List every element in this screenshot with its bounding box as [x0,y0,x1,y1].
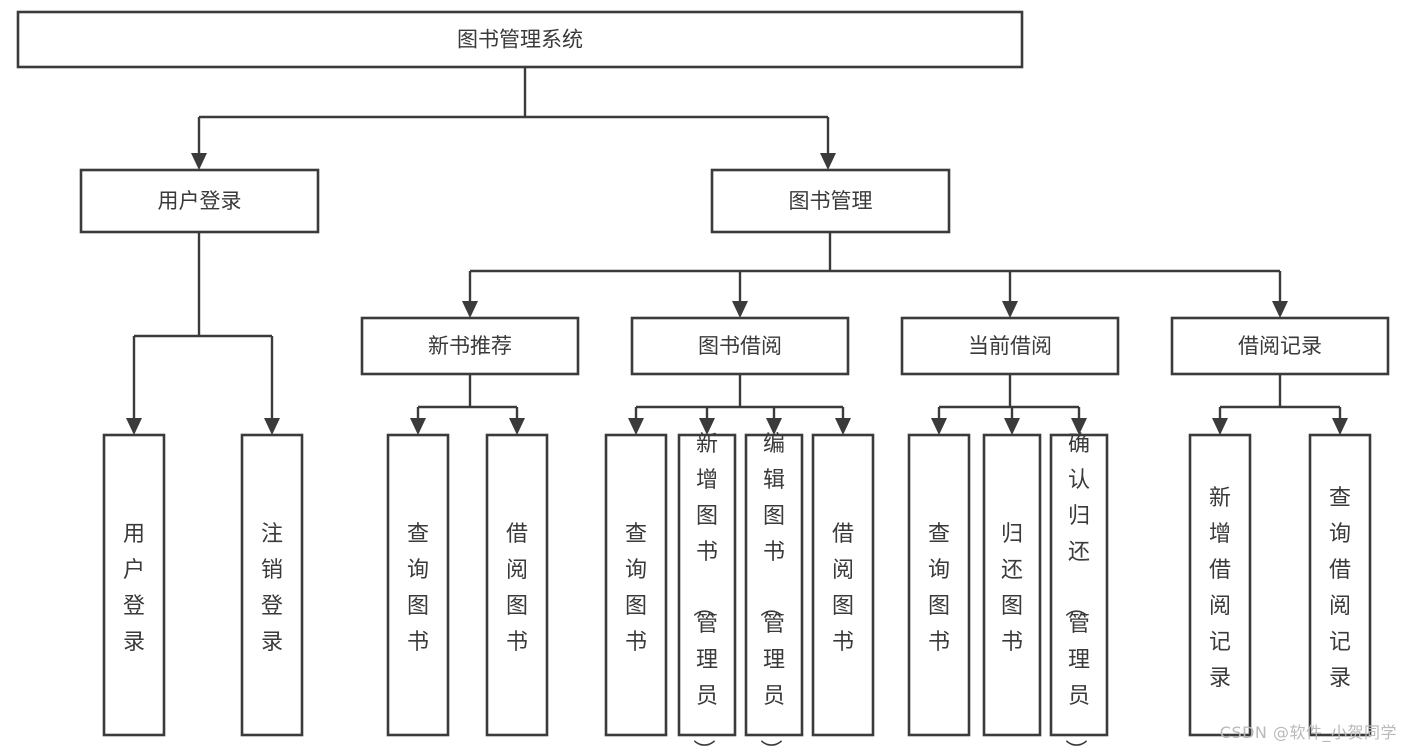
node-label-leaf-borrow-book-1: 借阅图书 [506,522,528,655]
node-box-leaf-query-book-2[interactable] [604,433,668,737]
node-box-leaf-add-book[interactable] [677,433,737,737]
node-label-leaf-user-logout: 注销登录 [261,522,283,655]
node-label-leaf-return-book: 归还图书 [1001,522,1023,655]
node-root[interactable]: 图书管理系统 [16,10,1024,69]
node-box-current-borrow[interactable] [900,316,1120,376]
node-new-book-rec[interactable]: 新书推荐 [360,316,580,376]
node-box-leaf-user-login[interactable] [102,433,166,737]
node-label-leaf-user-login: 用户登录 [123,522,145,655]
node-leaf-return-book[interactable]: 归还图书 [982,433,1042,737]
arrow-head-icon [931,418,947,435]
node-box-leaf-edit-book[interactable] [744,433,804,737]
node-box-leaf-add-record[interactable] [1188,433,1252,737]
node-box-leaf-user-logout[interactable] [240,433,304,737]
node-leaf-confirm-return[interactable]: 确认归还（管理员） [1049,432,1109,747]
node-label-leaf-borrow-book-2: 借阅图书 [832,522,854,655]
arrow-head-icon [264,418,280,435]
node-leaf-query-record[interactable]: 查询借阅记录 [1308,433,1372,737]
arrow-head-icon [1004,418,1020,435]
node-box-user-login[interactable] [79,168,320,234]
node-label-leaf-edit-book: 编辑图书（管理员） [757,432,785,747]
arrow-head-icon [835,418,851,435]
arrow-head-icon [191,153,207,170]
node-label-leaf-query-book-1: 查询图书 [407,522,429,655]
node-leaf-user-login[interactable]: 用户登录 [102,433,166,737]
node-box-book-borrow[interactable] [630,316,850,376]
node-box-leaf-return-book[interactable] [982,433,1042,737]
node-label-book-borrow: 图书借阅 [698,334,782,358]
node-leaf-borrow-book-2[interactable]: 借阅图书 [811,433,875,737]
node-label-leaf-query-book-3: 查询图书 [928,522,950,655]
node-box-leaf-query-book-1[interactable] [386,433,450,737]
node-layer: 图书管理系统用户登录图书管理新书推荐图书借阅当前借阅借阅记录用户登录注销登录查询… [16,10,1390,747]
node-leaf-add-book[interactable]: 新增图书（管理员） [677,432,737,747]
arrow-head-icon [462,301,478,318]
node-label-leaf-confirm-return: 确认归还（管理员） [1062,432,1090,747]
arrow-head-icon [699,418,715,435]
node-book-manage[interactable]: 图书管理 [710,168,951,234]
node-borrow-record[interactable]: 借阅记录 [1170,316,1390,376]
node-box-leaf-query-record[interactable] [1308,433,1372,737]
node-box-leaf-borrow-book-1[interactable] [485,433,549,737]
node-box-new-book-rec[interactable] [360,316,580,376]
node-label-leaf-query-record: 查询借阅记录 [1329,486,1351,691]
node-box-root[interactable] [16,10,1024,69]
node-label-leaf-query-book-2: 查询图书 [625,522,647,655]
node-label-current-borrow: 当前借阅 [968,334,1052,358]
arrow-head-icon [1071,418,1087,435]
node-label-user-login: 用户登录 [158,189,242,213]
node-user-login[interactable]: 用户登录 [79,168,320,234]
node-label-leaf-add-book: 新增图书（管理员） [690,432,718,747]
node-leaf-query-book-1[interactable]: 查询图书 [386,433,450,737]
arrow-head-icon [126,418,142,435]
node-book-borrow[interactable]: 图书借阅 [630,316,850,376]
arrow-head-icon [766,418,782,435]
node-label-root: 图书管理系统 [457,28,583,52]
node-leaf-query-book-3[interactable]: 查询图书 [907,433,971,737]
node-box-book-manage[interactable] [710,168,951,234]
connector-layer [126,67,1348,435]
arrow-head-icon [1212,418,1228,435]
node-box-borrow-record[interactable] [1170,316,1390,376]
node-current-borrow[interactable]: 当前借阅 [900,316,1120,376]
arrow-head-icon [1332,418,1348,435]
node-box-leaf-borrow-book-2[interactable] [811,433,875,737]
arrow-head-icon [628,418,644,435]
arrow-head-icon [509,418,525,435]
arrow-head-icon [1002,301,1018,318]
node-leaf-add-record[interactable]: 新增借阅记录 [1188,433,1252,737]
node-leaf-query-book-2[interactable]: 查询图书 [604,433,668,737]
node-label-leaf-add-record: 新增借阅记录 [1209,486,1231,691]
arrow-head-icon [1272,301,1288,318]
node-leaf-edit-book[interactable]: 编辑图书（管理员） [744,432,804,747]
node-box-leaf-confirm-return[interactable] [1049,433,1109,737]
arrow-head-icon [410,418,426,435]
node-leaf-user-logout[interactable]: 注销登录 [240,433,304,737]
arrow-head-icon [732,301,748,318]
node-label-book-manage: 图书管理 [789,189,873,213]
node-box-leaf-query-book-3[interactable] [907,433,971,737]
node-label-borrow-record: 借阅记录 [1238,334,1322,358]
node-leaf-borrow-book-1[interactable]: 借阅图书 [485,433,549,737]
node-label-new-book-rec: 新书推荐 [428,334,512,358]
arrow-head-icon [820,153,836,170]
